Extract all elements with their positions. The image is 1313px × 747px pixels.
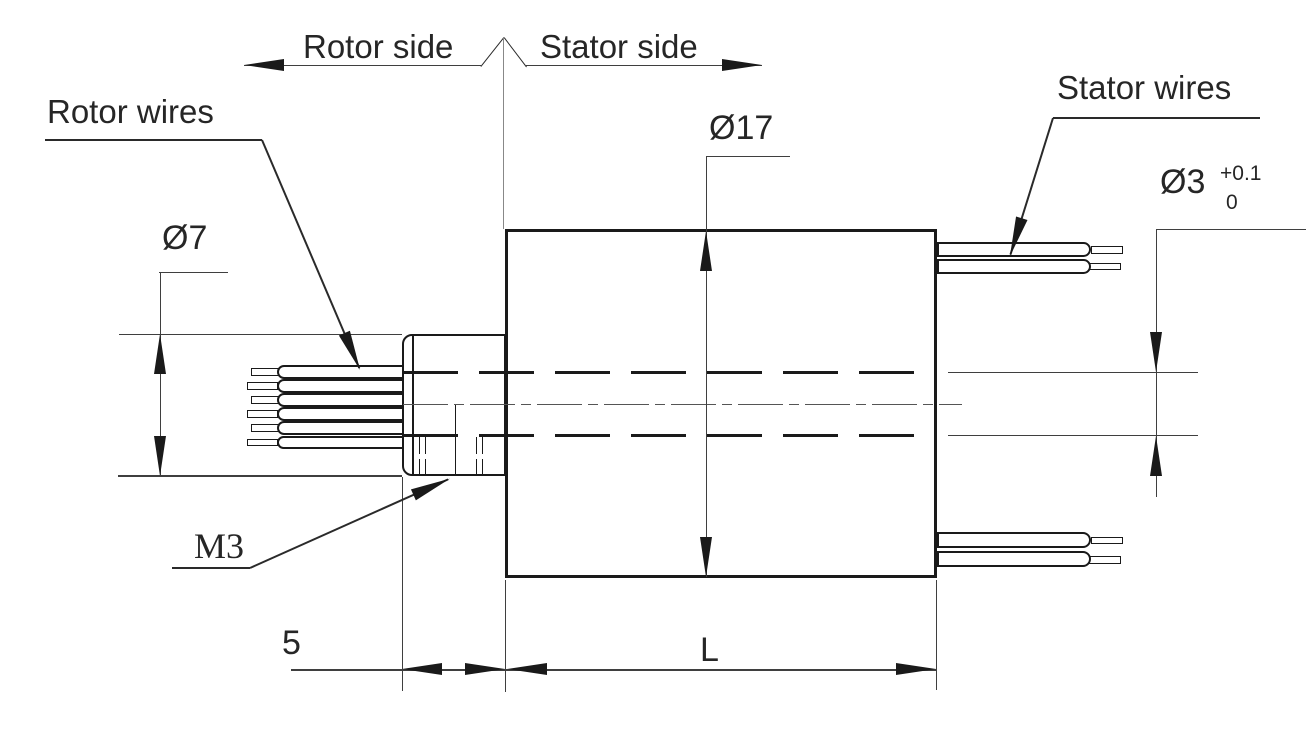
dim5-ext-line-left (401, 477, 403, 691)
dim5-arrow-right (464, 663, 505, 675)
dimL-arrow-left (507, 663, 547, 675)
dia7-arrow-down (154, 436, 167, 476)
rotor-wire-pin (247, 410, 278, 418)
axis-centerline (403, 404, 962, 406)
dia7-dim-line (160, 272, 162, 477)
label-stator-wires: Stator wires (1057, 69, 1232, 106)
rotor-wire (277, 435, 404, 449)
m3-hole-hidden-line (481, 437, 484, 476)
m3-underline (172, 567, 250, 569)
stator-wire (937, 551, 1091, 567)
dia17-dim-line (706, 156, 708, 577)
m3-leader-arrowhead (410, 472, 453, 500)
dim5-ext-line-right (505, 580, 507, 692)
dim-label-dia3: Ø3 +0.1 0 (1160, 163, 1261, 213)
stator-wires-leader (1003, 115, 1059, 258)
dimL-arrow-right (896, 663, 936, 675)
dim-label-L: L (700, 631, 719, 669)
dimL-ext-line-right (935, 580, 937, 690)
divider-peak-left-leg (480, 36, 505, 67)
dia3-ext-line-bottom (948, 435, 1198, 437)
dim-label-dia7: Ø7 (162, 219, 208, 257)
stator-side-arrowhead (722, 58, 762, 71)
bore-hidden-line-top (403, 370, 935, 374)
bottom-dim-line (291, 669, 936, 671)
rotor-wire (277, 421, 404, 435)
dia3-bracket-line (1156, 229, 1306, 231)
stator-wire-pin (1091, 246, 1123, 254)
rotor-side-arrowhead (244, 58, 284, 71)
top-dim-line-right (526, 65, 762, 67)
m3-hole-hidden-line (424, 437, 427, 476)
label-stator-side: Stator side (540, 28, 698, 65)
dia3-tolerance-upper: +0.1 (1220, 162, 1262, 185)
dim5-arrow-left (402, 663, 442, 675)
dia3-tolerance-lower: 0 (1226, 191, 1238, 214)
dia7-ext-line-bottom (118, 475, 402, 477)
divider-peak-right-leg (502, 36, 527, 67)
dim-label-5: 5 (282, 624, 301, 662)
label-rotor-side: Rotor side (303, 28, 454, 65)
label-rotor-wires: Rotor wires (47, 93, 214, 130)
rotor-wires-leader (256, 137, 367, 372)
rotor-wire (277, 393, 404, 407)
dia17-underline (706, 155, 790, 157)
dia7-underline (159, 271, 228, 273)
stator-wire-pin (1089, 262, 1121, 270)
m3-hole-hidden-line (475, 437, 478, 476)
dim-label-m3: M3 (194, 526, 245, 566)
dia7-ext-line-top (119, 333, 402, 335)
dia3-ext-line-top (948, 371, 1198, 373)
stator-wire (937, 258, 1091, 274)
dia3-arrow-down (1150, 332, 1163, 372)
rotor-wire (277, 407, 404, 421)
dia3-value: Ø3 (1160, 163, 1206, 201)
dia17-arrow-up (700, 231, 713, 271)
rotor-wire (277, 379, 404, 393)
dia7-arrow-up (154, 334, 167, 374)
m3-leader (247, 472, 453, 574)
stator-wire (937, 531, 1091, 548)
rotor-wires-underline (45, 139, 262, 141)
rotor-wire (277, 365, 404, 379)
dia3-arrow-up (1150, 436, 1163, 476)
m3-hole-center-line (454, 405, 456, 476)
stator-wire-pin (1089, 556, 1121, 564)
body-outline (505, 229, 937, 578)
divider-centerline (503, 37, 504, 229)
rotor-wire-pin (247, 382, 278, 390)
m3-hole-hidden-line (418, 437, 421, 476)
rotor-wire-pin (247, 438, 278, 446)
stator-wire-pin (1091, 536, 1123, 544)
bore-hidden-line-bottom (403, 434, 935, 437)
dia17-arrow-down (700, 537, 713, 577)
stator-wires-underline (1053, 117, 1260, 119)
top-dim-line-left (244, 65, 481, 67)
dim-label-dia17: Ø17 (709, 109, 774, 147)
